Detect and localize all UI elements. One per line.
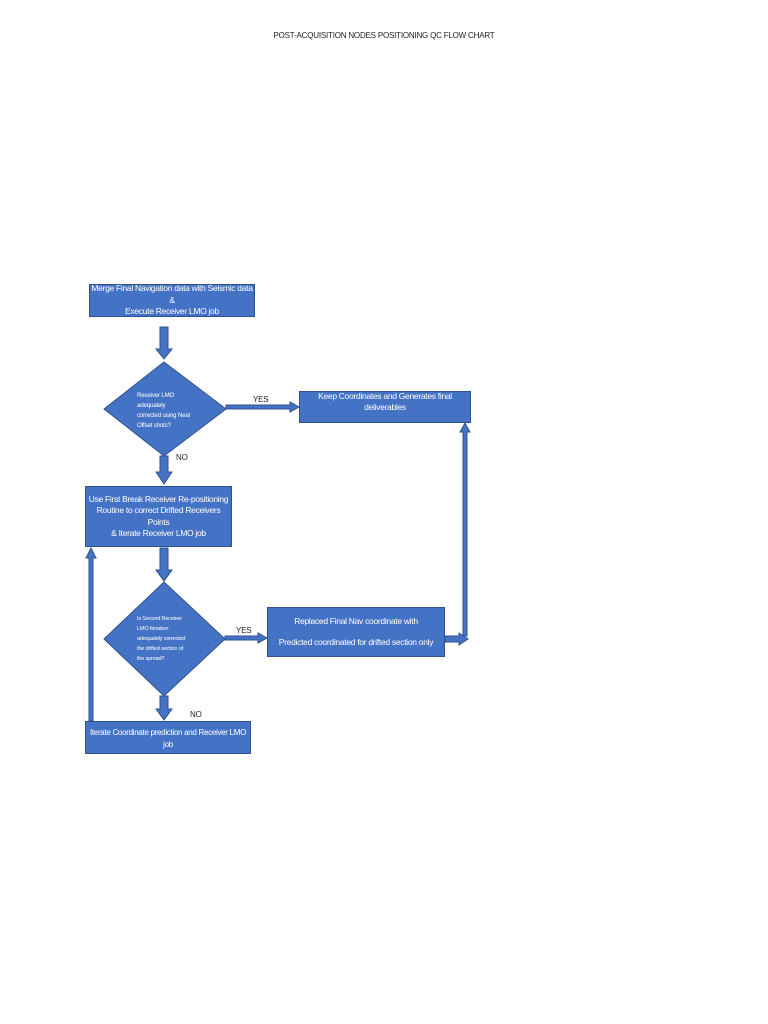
iterate-coordinate-step: Iterate Coordinate prediction and Receiv…	[85, 721, 251, 754]
first-break-line1: Use First Break Receiver Re-positioning	[88, 493, 229, 504]
first-break-line3: & Iterate Receiver LMO job	[111, 528, 206, 538]
arrow-firstbreak-to-decision2	[155, 547, 173, 582]
yes-label: YES	[253, 395, 269, 404]
arrow-no1	[155, 455, 173, 485]
first-break-line2: Routine to correct Drifted Receivers Poi…	[96, 505, 221, 527]
arrow-no2	[155, 695, 173, 721]
arrow-yes1	[225, 401, 301, 413]
decision1-label: Receiver LMO adequately corrected using …	[137, 391, 217, 431]
decision1-line: corrected using Near	[137, 412, 191, 419]
arrow-replaced-to-keep	[444, 632, 469, 646]
replaced-step-line1: Replaced Final Nav coordinate with	[294, 615, 418, 626]
page-title: POST-ACQUISITION NODES POSITIONING QC FL…	[273, 31, 495, 40]
merge-step-line2: Execute Receiver LMO job	[125, 306, 219, 317]
decision1-line: Receiver LMO	[137, 392, 175, 399]
no-label: NO	[190, 710, 202, 719]
decision2-line: adequately corrected	[137, 636, 186, 642]
keep-step-text: Keep Coordinates and Generates final del…	[318, 390, 452, 413]
replaced-step-line2: Predicted coordinated for drifted sectio…	[278, 636, 434, 647]
replaced-coordinate-step: Replaced Final Nav coordinate with Predi…	[267, 607, 445, 657]
arrow-iterate-loop-back	[85, 546, 97, 722]
iterate-step-text: Iterate Coordinate prediction and Receiv…	[89, 728, 247, 749]
decision2-line: Is Second Receiver	[137, 616, 182, 622]
decision1-line: adequately	[137, 402, 166, 409]
arrow-yes2	[224, 632, 269, 644]
yes-label: YES	[236, 626, 252, 635]
arrow-merge-to-decision1	[154, 326, 174, 360]
first-break-repositioning-step: Use First Break Receiver Re-positioning …	[85, 486, 232, 547]
merge-step-line1: Merge Final Navigation data with Seismic…	[91, 283, 253, 305]
decision2-line: the spread?	[137, 656, 165, 662]
decision2-label: Is Second Receiver LMO Iteration adequat…	[137, 614, 215, 664]
decision2-line: the drifted section of	[137, 646, 183, 652]
merge-navigation-step: Merge Final Navigation data with Seismic…	[89, 283, 255, 317]
connector-up-to-keep	[459, 421, 471, 637]
decision2-line: LMO Iteration	[137, 626, 169, 632]
decision1-line: Offset shots?	[137, 422, 171, 429]
keep-coordinates-step: Keep Coordinates and Generates final del…	[299, 391, 471, 423]
no-label: NO	[176, 453, 188, 462]
